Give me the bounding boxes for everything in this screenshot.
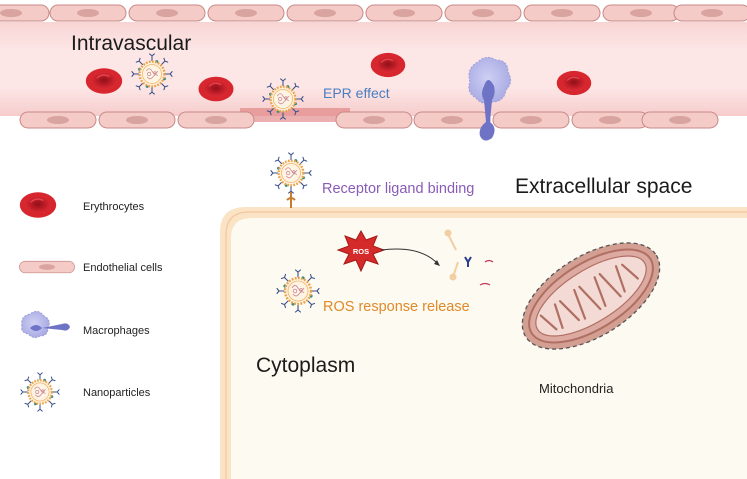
- endothelial-cell: [413, 111, 491, 129]
- endothelial-cell: [602, 4, 680, 22]
- endothelial-cell: [49, 4, 127, 22]
- extracellular-space-title: Extracellular space: [515, 175, 692, 198]
- endothelial-cell: [673, 4, 747, 22]
- ros-arrow-head: [434, 260, 440, 266]
- endothelial-cell: [523, 4, 601, 22]
- macrophage-icon: [468, 56, 512, 141]
- endothelial-cell: [128, 4, 206, 22]
- ros-badge-label: ROS: [353, 247, 369, 256]
- mitochondria-icon: [521, 242, 661, 350]
- endothelial-cell: [641, 111, 719, 129]
- macrophage-icon: [21, 310, 70, 339]
- endothelial-cell: [19, 111, 97, 129]
- endothelial-cell: [492, 111, 570, 129]
- endothelial-layer-top: [0, 4, 747, 22]
- endothelial-cell: [571, 111, 649, 129]
- mitochondria-label: Mitochondria: [539, 381, 614, 396]
- receptor-icon: [286, 192, 296, 208]
- endothelial-layer-bottom: [19, 111, 719, 129]
- cytoplasm-title: Cytoplasm: [256, 354, 355, 377]
- nanoparticle-icon: [19, 371, 61, 413]
- endothelial-cell: [207, 4, 285, 22]
- erythrocyte-icon: [197, 76, 235, 102]
- ros-burst-icon: ROS: [336, 229, 386, 273]
- nanoparticle-icon: [269, 151, 313, 195]
- legend-label: Erythrocytes: [83, 201, 145, 213]
- legend-label: Macrophages: [83, 325, 150, 337]
- erythrocyte-icon: [19, 191, 57, 219]
- endothelial-cell-icon: [19, 260, 76, 274]
- endothelial-cell: [0, 4, 50, 22]
- erythrocyte-icon: [555, 70, 593, 96]
- legend: Erythrocytes Endothelial cells Macrophag…: [19, 191, 163, 413]
- intravascular-title: Intravascular: [71, 32, 191, 55]
- endothelial-cell: [335, 111, 413, 129]
- released-drug-icon: [444, 229, 494, 286]
- endothelial-cell: [286, 4, 364, 22]
- erythrocyte-icon: [85, 67, 123, 95]
- ros-response-release-label: ROS response release: [323, 299, 470, 315]
- erythrocyte-icon: [369, 52, 407, 78]
- cytoplasm-region: [231, 218, 747, 479]
- endothelial-cell: [444, 4, 522, 22]
- target-cell: [220, 207, 747, 479]
- receptor-ligand-binding-label: Receptor ligand binding: [322, 181, 474, 197]
- epr-effect-label: EPR effect: [323, 85, 390, 101]
- endothelial-cell: [365, 4, 443, 22]
- ros-arrow: [380, 248, 439, 265]
- legend-label: Endothelial cells: [83, 262, 163, 274]
- endothelial-cell: [177, 111, 255, 129]
- endothelial-cell: [98, 111, 176, 129]
- legend-label: Nanoparticles: [83, 387, 151, 399]
